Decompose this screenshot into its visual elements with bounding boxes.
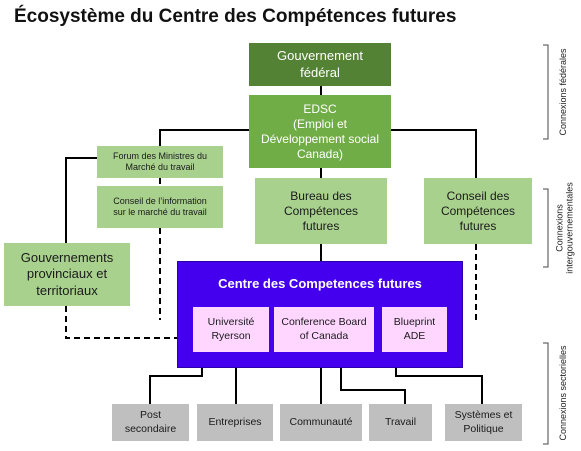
- gouvernements-provinciaux-box: Gouvernements provinciaux et territoriau…: [4, 243, 130, 306]
- conseil-information-box: Conseil de l’information sur le marché d…: [97, 186, 223, 228]
- gouvernement-federal-box: Gouvernement fédéral: [249, 43, 391, 86]
- sector-travail: Travail: [369, 404, 432, 441]
- centre-title: Centre des Competences futures: [218, 276, 422, 291]
- partner-conference-board: Conference Board of Canada: [274, 307, 374, 352]
- label-connexions-sectorielles: Connexions sectorielles: [557, 345, 568, 441]
- sector-systemes-politique: Systèmes et Politique: [445, 404, 522, 441]
- partner-blueprint-ade: Blueprint ADE: [382, 307, 447, 352]
- sector-entreprises: Entreprises: [197, 404, 273, 441]
- sector-post-secondaire: Post secondaire: [112, 404, 189, 441]
- forum-ministres-box: Forum des Ministres du Marché du travail: [97, 146, 223, 178]
- edsc-box: EDSC (Emploi et Développement social Can…: [249, 95, 391, 168]
- page-title: Écosystème du Centre des Compétences fut…: [14, 6, 457, 27]
- sector-communaute: Communauté: [280, 404, 362, 441]
- label-connexions-federales: Connexions fédérales: [557, 48, 568, 136]
- bureau-competences-box: Bureau des Compétences futures: [255, 178, 387, 244]
- partner-universite-ryerson: Université Ryerson: [193, 307, 269, 352]
- label-connexions-intergouvernementales: Connexions intergouvernementales: [554, 182, 575, 274]
- conseil-competences-box: Conseil des Compétences futures: [424, 178, 532, 244]
